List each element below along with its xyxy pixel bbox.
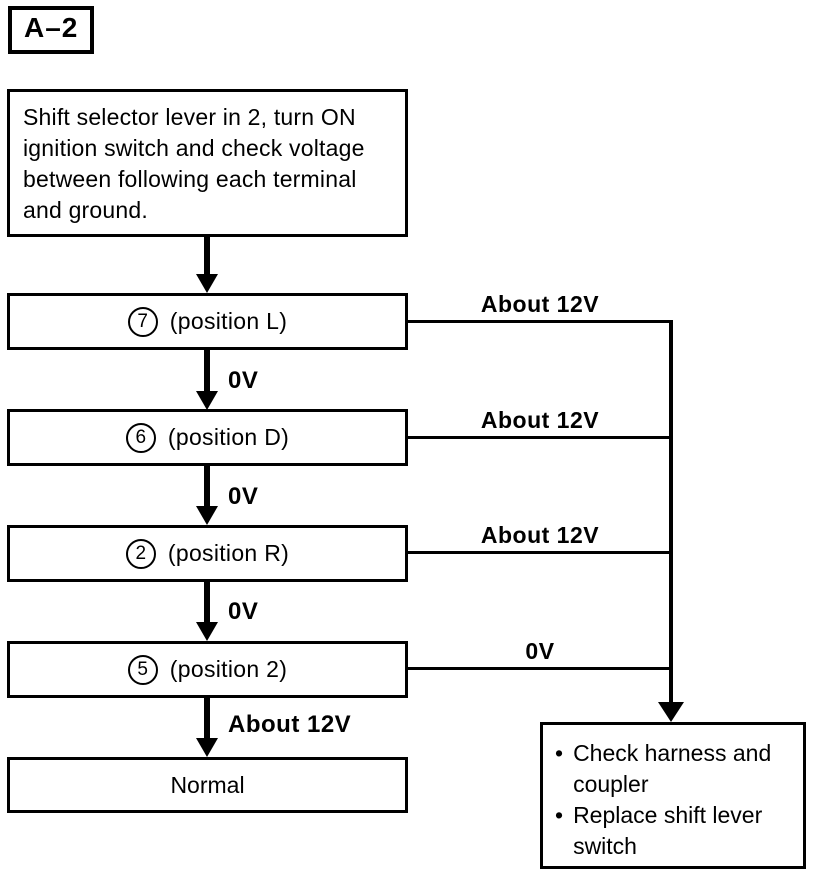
step-box-terminal-7: 7 (position L) bbox=[7, 293, 408, 350]
step-box-terminal-5: 5 (position 2) bbox=[7, 641, 408, 698]
branch-line bbox=[408, 667, 672, 670]
step-box-terminal-2: 2 (position R) bbox=[7, 525, 408, 582]
branch-voltage-label: About 12V bbox=[480, 291, 600, 317]
down-voltage-label: 0V bbox=[228, 483, 259, 510]
branch-bus-line bbox=[669, 320, 673, 704]
terminal-number-icon: 5 bbox=[127, 654, 158, 685]
flow-arrow-stem bbox=[204, 350, 210, 394]
result-box-normal: Normal bbox=[7, 757, 408, 813]
flow-arrow-head bbox=[658, 702, 684, 722]
flow-arrow-head bbox=[196, 391, 218, 410]
flow-arrow-head bbox=[196, 274, 218, 293]
start-instruction-text: Shift selector lever in 2, turn ON ignit… bbox=[23, 104, 365, 223]
terminal-number-icon: 7 bbox=[127, 306, 158, 337]
branch-voltage-label: About 12V bbox=[480, 407, 600, 433]
step-box-terminal-6: 6 (position D) bbox=[7, 409, 408, 466]
step-label: (position L) bbox=[169, 308, 288, 334]
action-item: • Check harness and coupler bbox=[555, 738, 797, 800]
diagram-tag-label: A–2 bbox=[24, 12, 79, 43]
flow-arrow-head bbox=[196, 622, 218, 641]
result-label: Normal bbox=[170, 771, 245, 798]
flow-arrow-head bbox=[196, 506, 218, 525]
branch-voltage-label: 0V bbox=[525, 638, 555, 664]
branch-line bbox=[408, 551, 672, 554]
step-label: (position 2) bbox=[169, 656, 288, 682]
step-label: (position R) bbox=[167, 540, 290, 566]
step-label: (position D) bbox=[167, 424, 290, 450]
branch-line bbox=[408, 436, 672, 439]
bullet-icon: • bbox=[555, 740, 564, 766]
action-item: • Replace shift lever switch bbox=[555, 800, 797, 862]
terminal-number-icon: 2 bbox=[125, 538, 156, 569]
flow-arrow-head bbox=[196, 738, 218, 757]
flow-arrow-stem bbox=[204, 466, 210, 509]
branch-voltage-label: About 12V bbox=[480, 522, 600, 548]
down-voltage-label: 0V bbox=[228, 367, 259, 394]
branch-line bbox=[408, 320, 672, 323]
flow-arrow-stem bbox=[204, 237, 210, 277]
down-voltage-label: About 12V bbox=[228, 711, 352, 738]
action-item-text: Check harness and coupler bbox=[573, 740, 772, 797]
action-box: • Check harness and coupler • Replace sh… bbox=[540, 722, 806, 869]
flow-arrow-stem bbox=[204, 698, 210, 741]
bullet-icon: • bbox=[555, 802, 564, 828]
down-voltage-label: 0V bbox=[228, 598, 259, 625]
action-item-text: Replace shift lever switch bbox=[573, 802, 763, 859]
diagram-tag-box: A–2 bbox=[8, 6, 95, 54]
start-instruction-box: Shift selector lever in 2, turn ON ignit… bbox=[7, 89, 408, 237]
flow-arrow-stem bbox=[204, 582, 210, 625]
terminal-number-icon: 6 bbox=[125, 422, 156, 453]
